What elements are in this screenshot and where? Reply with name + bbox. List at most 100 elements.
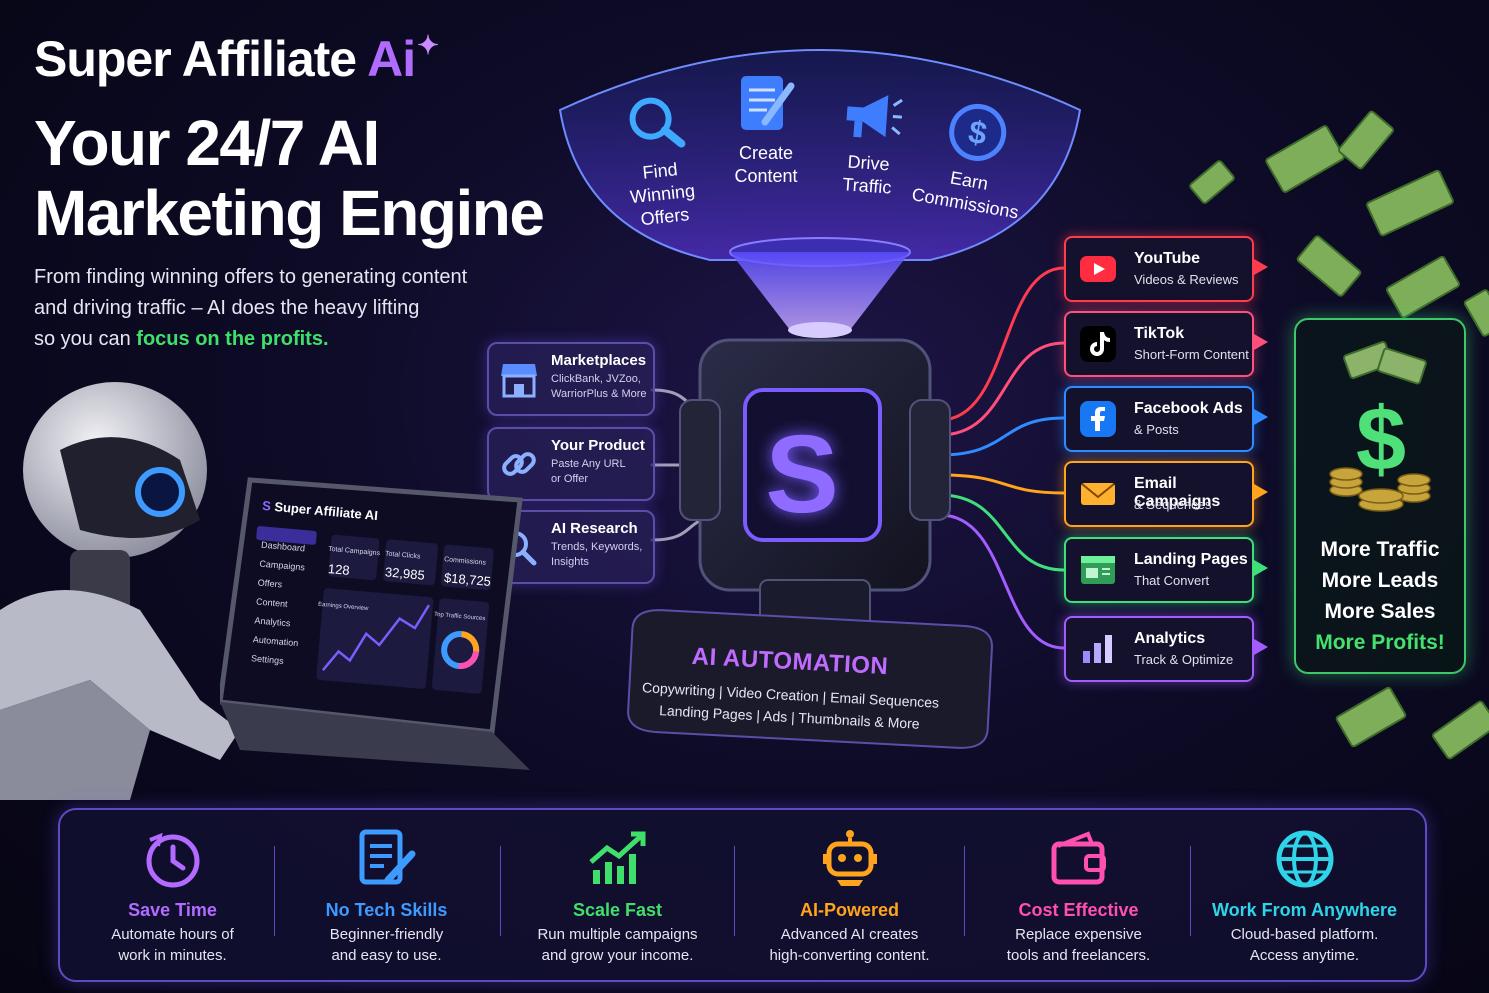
- feature-desc-line1: Automate hours of: [111, 926, 234, 943]
- feature-work-anywhere: Work From Anywhere Cloud-based platform.…: [1192, 810, 1417, 980]
- feature-divider: [1190, 846, 1191, 936]
- funnel-step-drive: Drive Traffic: [818, 85, 921, 201]
- channel-title: Analytics: [1134, 630, 1206, 647]
- channel-arrow: [1254, 334, 1268, 350]
- svg-text:$: $: [966, 113, 990, 152]
- headline-line-2: Marketing Engine: [34, 177, 545, 249]
- funnel-step-create-line2: Content: [734, 166, 798, 186]
- channel-tiktok[interactable]: TikTok Short-Form Content: [1064, 311, 1254, 377]
- feature-desc-line1: Beginner-friendly: [329, 926, 444, 943]
- stat-value-campaigns: 128: [327, 561, 351, 578]
- laptop-logo-icon: S: [261, 497, 272, 514]
- channel-facebook[interactable]: Facebook Ads & Posts: [1064, 386, 1254, 452]
- feature-desc-line1: Replace expensive: [1015, 926, 1142, 943]
- channel-desc: That Convert: [1134, 573, 1210, 588]
- channel-title: TikTok: [1134, 325, 1185, 342]
- laptop-nav: Dashboard Campaigns Offers Content Analy…: [250, 536, 321, 674]
- feature-desc-line1: Run multiple campaigns: [537, 926, 698, 943]
- page-headline: Your 24/7 AI Marketing Engine: [34, 108, 594, 248]
- result-traffic: More Traffic: [1320, 538, 1440, 561]
- feature-desc-line1: Cloud-based platform.: [1230, 926, 1379, 943]
- input-desc-line2: Insights: [551, 556, 589, 568]
- feature-no-tech-skills: No Tech Skills Beginner-friendly and easy…: [274, 810, 499, 980]
- channel-landing-pages[interactable]: Landing Pages That Convert: [1064, 537, 1254, 603]
- result-profits: More Profits!: [1315, 631, 1445, 654]
- input-desc-line2: or Offer: [551, 473, 589, 485]
- input-marketplaces[interactable]: Marketplaces ClickBank, JVZoo,WarriorPlu…: [487, 342, 655, 416]
- channel-desc: Videos & Reviews: [1134, 272, 1239, 287]
- input-title: AI Research: [551, 520, 638, 537]
- robot-icon: [823, 830, 877, 886]
- channel-desc: Short-Form Content: [1134, 347, 1249, 362]
- channel-analytics[interactable]: Analytics Track & Optimize: [1064, 616, 1254, 682]
- channel-desc: & Posts: [1134, 422, 1179, 437]
- feature-desc-line1: Advanced AI creates: [780, 926, 919, 943]
- input-ai-research[interactable]: AI Research Trends, Keywords, Insights: [487, 510, 655, 584]
- subtext-line-1: From finding winning offers to generatin…: [34, 266, 468, 288]
- laptop-illustration: [220, 477, 530, 770]
- results-list: More Traffic More Leads More Sales More …: [1296, 534, 1464, 658]
- channel-youtube[interactable]: YouTube Videos & Reviews: [1064, 236, 1254, 302]
- funnel-graphic: [558, 49, 1082, 338]
- subtext-line-3: so you can focus on the profits.: [34, 324, 504, 355]
- channel-arrow: [1254, 409, 1268, 425]
- channel-desc: & Sequences: [1134, 497, 1212, 512]
- subtext-line-2: and driving traffic – AI does the heavy …: [34, 297, 420, 319]
- input-desc: Paste Any URL or Offer: [551, 457, 626, 487]
- feature-title: Work From Anywhere: [1211, 900, 1398, 920]
- edit-document-icon: [359, 829, 416, 885]
- feature-title: Scale Fast: [572, 900, 663, 920]
- channel-arrow: [1254, 639, 1268, 655]
- feature-divider: [274, 846, 275, 936]
- funnel-step-create: Create Content: [718, 72, 814, 188]
- feature-desc-line2: high-converting content.: [769, 947, 930, 964]
- input-desc: Trends, Keywords, Insights: [551, 540, 642, 570]
- dollar-coin-icon: $: [949, 103, 1007, 161]
- feature-desc: Replace expensive tools and freelancers.: [966, 924, 1191, 966]
- email-icon: [1081, 483, 1115, 505]
- feature-desc: Cloud-based platform.Access anytime.: [1192, 924, 1417, 966]
- input-desc-line1: Paste Any URL: [551, 458, 626, 470]
- ai-machine: [627, 338, 993, 749]
- hero-subtext: From finding winning offers to generatin…: [34, 262, 504, 355]
- channel-email[interactable]: Email Campaigns & Sequences: [1064, 461, 1254, 527]
- feature-desc-line2: tools and freelancers.: [1006, 947, 1151, 964]
- channel-desc: Track & Optimize: [1134, 652, 1234, 667]
- feature-ai-powered: AI-Powered Advanced AI creates high-conve…: [737, 810, 962, 980]
- robot-illustration: [0, 382, 240, 800]
- input-desc-line1: ClickBank, JVZoo,: [551, 373, 641, 385]
- feature-desc: Beginner-friendly and easy to use.: [274, 924, 499, 966]
- brand-ai: Ai: [367, 31, 416, 87]
- feature-title: No Tech Skills: [325, 900, 448, 920]
- channel-title: Facebook Ads: [1134, 400, 1243, 417]
- clock-icon: [146, 832, 200, 888]
- brand-logo: Super Affiliate Ai✦: [34, 30, 439, 88]
- facebook-icon: [1080, 401, 1116, 437]
- input-desc: ClickBank, JVZoo,WarriorPlus & More: [551, 372, 647, 402]
- feature-title: Save Time: [128, 900, 217, 920]
- analytics-icon: [1083, 635, 1112, 663]
- youtube-icon: [1080, 256, 1116, 282]
- megaphone-icon: [846, 95, 903, 138]
- feature-desc-line2: and easy to use.: [331, 947, 442, 964]
- feature-desc-line2: and grow your income.: [541, 947, 694, 964]
- landing-page-icon: [1081, 556, 1115, 584]
- channel-arrow: [1254, 560, 1268, 576]
- funnel-step-create-line1: Create: [738, 143, 794, 163]
- tiktok-icon: [1080, 326, 1116, 362]
- input-desc-line1: Trends, Keywords,: [551, 541, 643, 553]
- subtext-line-3-pre: so you can: [34, 328, 137, 350]
- store-icon: [501, 364, 537, 398]
- link-icon: [502, 452, 536, 476]
- feature-desc: Run multiple campaigns and grow your inco…: [505, 924, 730, 966]
- svg-text:$: $: [1356, 390, 1406, 490]
- result-sales: More Sales: [1324, 600, 1436, 623]
- document-edit-icon: [741, 76, 795, 130]
- feature-title: AI-Powered: [799, 900, 900, 920]
- results-panel: $ More Traffic More Leads More Sales Mor…: [1294, 318, 1466, 674]
- feature-divider: [500, 846, 501, 936]
- feature-divider: [734, 846, 735, 936]
